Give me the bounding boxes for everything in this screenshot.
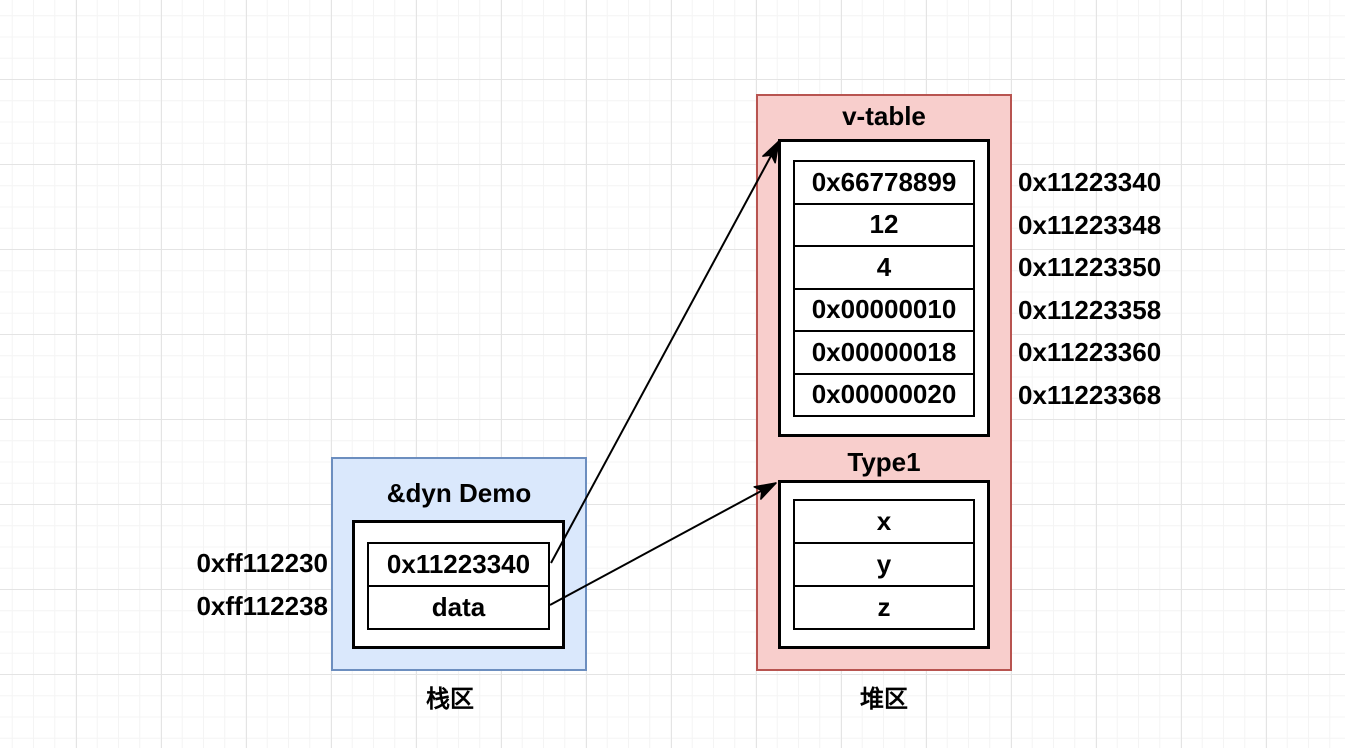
vtable-address-label-4[interactable]: 0x11223360 — [1018, 337, 1162, 367]
type1-title: Type1 — [847, 447, 921, 477]
vtable-title: v-table — [842, 101, 926, 131]
stack-cell-data-pointer[interactable]: data — [367, 585, 550, 630]
heap-region-box[interactable]: v-table 0x66778899 12 4 0x00000010 0x000… — [756, 94, 1012, 671]
vtable-address-label-2[interactable]: 0x11223350 — [1018, 252, 1162, 282]
type1-cell-x[interactable]: x — [793, 499, 975, 544]
vtable-address-label-5[interactable]: 0x11223368 — [1018, 379, 1162, 410]
stack-address-label-1[interactable]: 0xff112238 — [196, 591, 328, 621]
vtable-cell-size[interactable]: 12 — [793, 202, 975, 247]
type1-cell-y[interactable]: y — [793, 542, 975, 587]
vtable-cell-method-2[interactable]: 0x00000020 — [793, 372, 975, 417]
vtable-cell-method-0[interactable]: 0x00000010 — [793, 287, 975, 332]
vtable-box[interactable]: 0x66778899 12 4 0x00000010 0x00000018 0x… — [778, 139, 990, 437]
vtable-address-label-3[interactable]: 0x11223358 — [1018, 294, 1162, 325]
vtable-address-label-0[interactable]: 0x11223340 — [1018, 167, 1162, 197]
vtable-cell-method-1[interactable]: 0x00000018 — [793, 330, 975, 375]
stack-region-box[interactable]: &dyn Demo 0x11223340 data — [331, 457, 587, 671]
vtable-cell-drop-fn[interactable]: 0x66778899 — [793, 160, 975, 205]
type1-cell-z[interactable]: z — [793, 585, 975, 630]
vtable-cell-align[interactable]: 4 — [793, 245, 975, 290]
stack-struct-box[interactable]: 0x11223340 data — [352, 520, 565, 649]
vtable-cell-list: 0x66778899 12 4 0x00000010 0x00000018 0x… — [793, 160, 975, 417]
stack-struct-title: &dyn Demo — [386, 478, 532, 508]
type1-cell-list: x y z — [793, 499, 975, 630]
stack-cell-list: 0x11223340 data — [367, 542, 550, 630]
stack-address-label-0[interactable]: 0xff112230 — [196, 548, 328, 578]
type1-box[interactable]: x y z — [778, 480, 990, 649]
stack-cell-vtable-pointer[interactable]: 0x11223340 — [367, 542, 550, 587]
stack-region-label[interactable]: 栈区 — [426, 686, 474, 713]
vtable-address-label-1[interactable]: 0x11223348 — [1018, 209, 1162, 240]
heap-region-label[interactable]: 堆区 — [860, 686, 908, 713]
